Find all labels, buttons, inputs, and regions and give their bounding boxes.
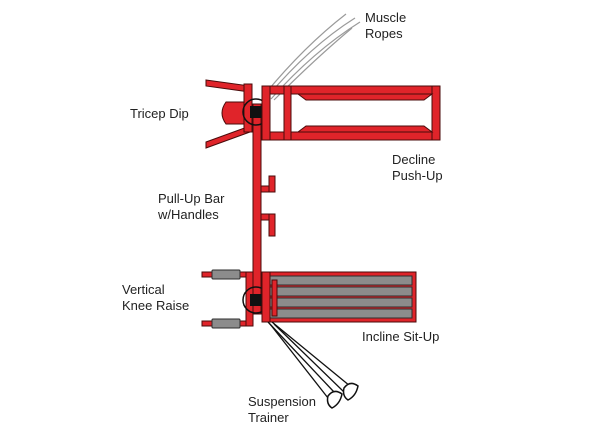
main-post	[252, 103, 262, 315]
label-muscle-ropes: Muscle Ropes	[365, 10, 407, 41]
label-incline-sit-up: Incline Sit-Up	[362, 329, 440, 344]
vertical-knee-raise-station	[201, 269, 270, 329]
label-pull-up-bar: Pull-Up Bar w/Handles	[158, 191, 225, 222]
label-decline-push-up: Decline Push-Up	[392, 152, 443, 183]
incline-sit-up-station	[261, 271, 417, 323]
suspension-trainer	[267, 321, 359, 409]
pull-up-bar	[260, 175, 276, 237]
decline-push-up-station	[261, 85, 441, 141]
tricep-dip-station	[205, 79, 270, 149]
label-tricep-dip: Tricep Dip	[130, 106, 189, 121]
label-vertical-knee-raise: Vertical Knee Raise	[122, 282, 190, 313]
label-suspension-trainer: Suspension Trainer	[248, 394, 316, 425]
